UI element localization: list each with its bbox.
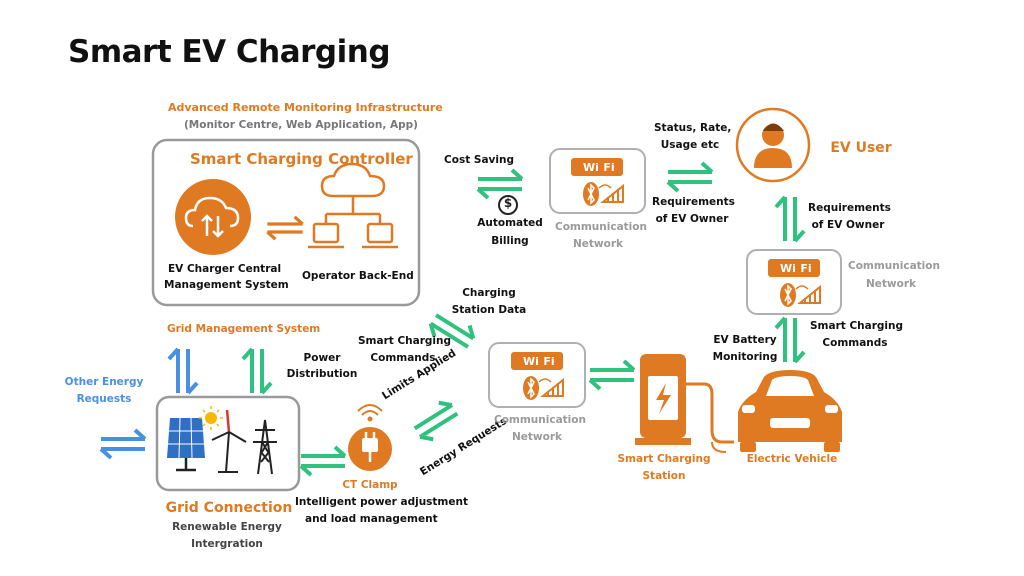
pylon-icon	[253, 419, 277, 475]
cloud-network-icon	[308, 162, 398, 249]
charging-station-icon	[635, 354, 734, 453]
ct-clamp-desc-2: and load management	[305, 513, 438, 525]
monitoring-subheading: (Monitor Centre, Web Application, App)	[184, 119, 418, 131]
ev-battery-line-1: EV Battery	[713, 334, 777, 346]
station-label-1: Smart Charging	[617, 453, 711, 465]
comm-top-label-1: Communication	[555, 221, 647, 233]
smart-commands-right-1: Smart Charging	[810, 320, 903, 332]
grid-mgmt-label: Grid Management System	[167, 323, 321, 335]
ct-clamp-title: CT Clamp	[342, 479, 398, 491]
comm-top-label-2: Network	[572, 238, 623, 250]
ev-user-label: EV User	[830, 140, 892, 156]
req-owner-mid-2: of EV Owner	[655, 213, 729, 225]
cost-saving-arrow	[476, 168, 524, 200]
plug-icon	[348, 427, 392, 471]
comm-right-label-2: Network	[865, 278, 916, 290]
car-icon	[738, 370, 842, 452]
auto-billing-line-2: Billing	[491, 235, 529, 247]
smart-commands-right-2: Commands	[822, 337, 888, 349]
other-energy-line-1: Other Energy	[64, 376, 144, 388]
sun-icon	[199, 406, 223, 430]
grid-connection-sub-2: Intergration	[191, 538, 263, 550]
cms-label-line-2: Management System	[164, 279, 289, 291]
grid-connection-sub-1: Renewable Energy	[172, 521, 282, 533]
comm-station-arrow	[588, 359, 636, 391]
station-label-2: Station	[642, 470, 686, 482]
solar-panel-icon	[167, 417, 205, 472]
comm-mid-label-1: Communication	[494, 414, 586, 426]
other-energy-line-2: Requests	[76, 393, 132, 405]
wind-turbine-icon	[211, 409, 247, 473]
other-energy-arrow	[99, 428, 147, 460]
cloud-sync-icon	[175, 179, 251, 255]
cost-saving-label: Cost Saving	[444, 154, 514, 166]
ev-battery-line-2: Monitoring	[712, 351, 778, 363]
req-owner-mid-1: Requirements	[652, 196, 735, 208]
comm-right-label-1: Communication	[848, 260, 940, 272]
comm-mid-label-2: Network	[511, 431, 562, 443]
monitoring-heading: Advanced Remote Monitoring Infrastructur…	[168, 101, 443, 114]
page-title: Smart EV Charging	[68, 34, 391, 70]
user-icon	[735, 107, 811, 183]
other-grid-arrow	[167, 347, 199, 395]
req-owner-right-1: Requirements	[808, 202, 891, 214]
req-owner-right-2: of EV Owner	[811, 219, 885, 231]
backend-label: Operator Back-End	[302, 270, 414, 282]
user-comm-arrow	[774, 195, 806, 243]
grid-ct-arrow	[299, 445, 347, 477]
station-data-line-1: Charging	[462, 287, 516, 299]
status-line-2: Usage etc	[660, 139, 720, 151]
cms-label-line-1: EV Charger Central	[168, 263, 282, 275]
controller-title: Smart Charging Controller	[190, 150, 413, 168]
auto-billing-line-1: Automated	[477, 217, 543, 229]
wifi-icon	[357, 404, 383, 422]
station-data-line-2: Station Data	[451, 304, 527, 316]
dollar-icon	[498, 195, 518, 215]
status-arrow	[666, 161, 714, 193]
vehicle-label: Electric Vehicle	[746, 453, 838, 465]
status-line-1: Status, Rate,	[654, 122, 732, 134]
grid-connection-title: Grid Connection	[165, 500, 293, 516]
dollar-symbol: $	[503, 196, 513, 210]
power-distribution-line-1: Power	[303, 352, 341, 364]
smart-commands-left-1: Smart Charging	[358, 335, 451, 347]
power-distribution-line-2: Distribution	[286, 368, 358, 380]
power-distribution-arrow	[241, 347, 273, 395]
ct-clamp-desc-1: Intelligent power adjustment	[295, 496, 468, 508]
limits-applied-arrow	[407, 395, 465, 447]
smart-commands-left-2: Commands	[370, 352, 436, 364]
